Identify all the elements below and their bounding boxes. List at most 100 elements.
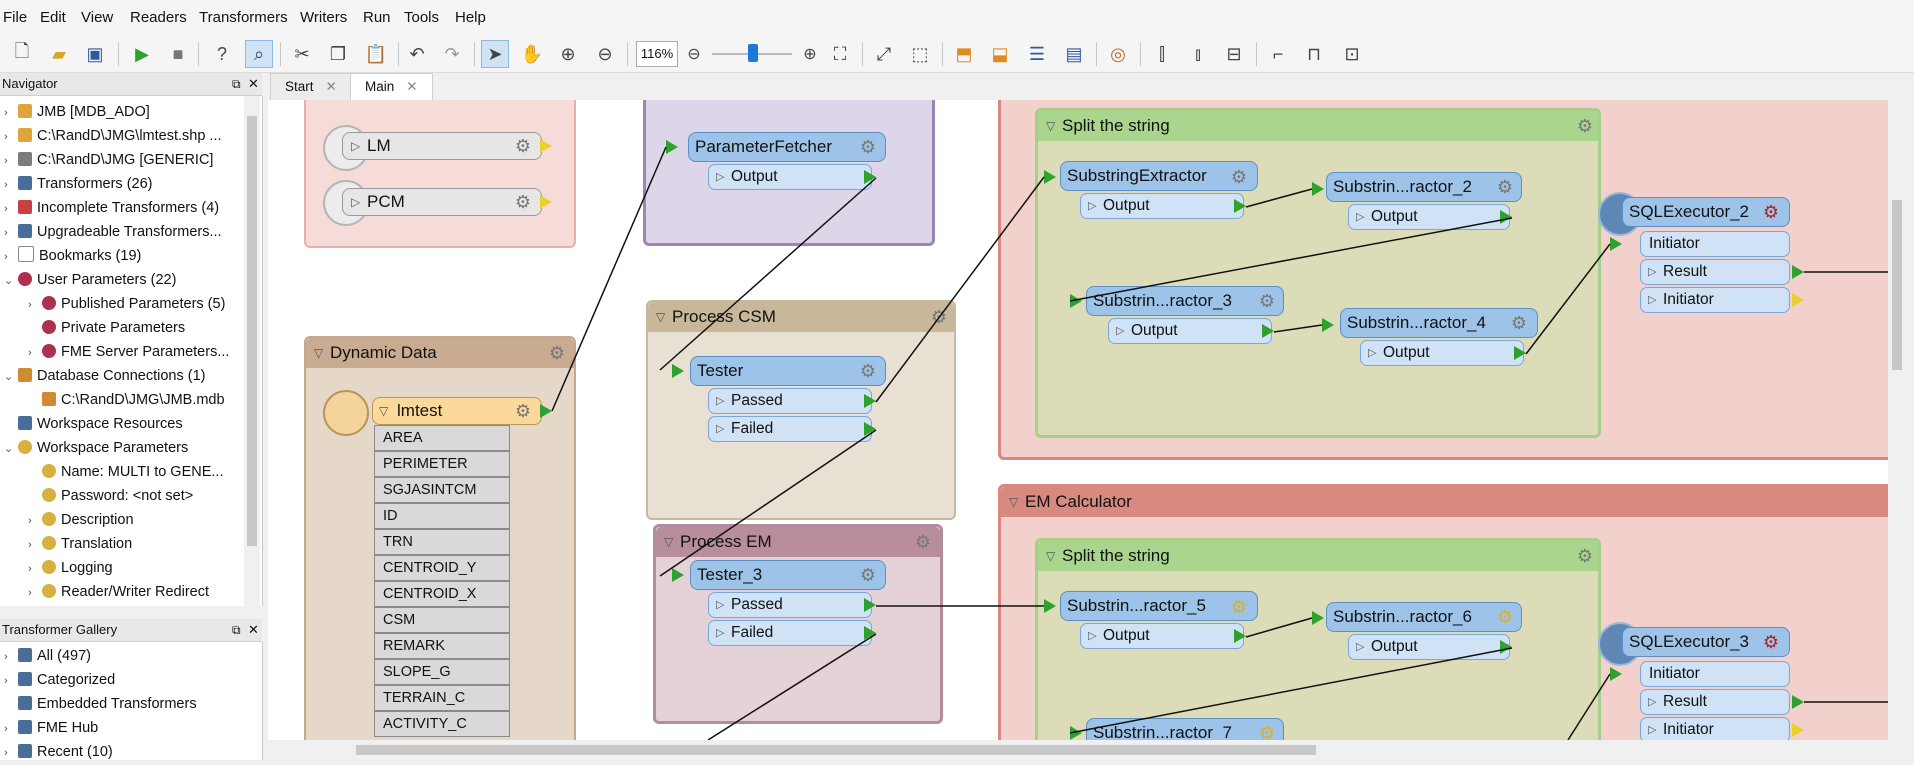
transformer-substringextractor-7[interactable]: Substrin...ractor_7: [1086, 718, 1284, 740]
input-port-icon[interactable]: [1070, 294, 1082, 308]
gear-icon[interactable]: ⚙: [1496, 607, 1514, 627]
failed-port[interactable]: ▷Failed: [708, 620, 872, 646]
transformer-substringextractor-2[interactable]: Substrin...ractor_2: [1326, 172, 1522, 202]
gear-icon[interactable]: ⚙: [1258, 291, 1276, 311]
nav-item[interactable]: ›Upgradeable Transformers...: [4, 224, 222, 240]
zoom-fit-icon[interactable]: ⛶: [833, 43, 847, 64]
gear-icon[interactable]: ⚙: [1510, 313, 1528, 333]
gallery-item[interactable]: ›FME Hub: [4, 720, 99, 736]
nav-item[interactable]: C:\RandD\JMG\JMB.mdb: [28, 388, 225, 412]
gallery-item[interactable]: ›All (497): [4, 648, 91, 664]
gear-icon[interactable]: ⚙: [514, 136, 532, 156]
feature-type-pcm[interactable]: ▷PCM: [342, 188, 542, 216]
feature-inspector-icon[interactable]: ◎: [1110, 43, 1126, 64]
nav-item[interactable]: ›Published Parameters (5): [28, 296, 226, 312]
pan-hand-icon[interactable]: ✋: [520, 43, 544, 64]
add-reader-icon[interactable]: ⬒: [955, 43, 973, 64]
stop-icon[interactable]: ■: [172, 43, 184, 64]
canvas-vertical-scrollbar[interactable]: [1888, 100, 1906, 740]
scrollbar-thumb[interactable]: [356, 745, 1316, 755]
nav-item[interactable]: ⌄Database Connections (1): [4, 368, 206, 384]
expand-icon[interactable]: ⤢: [876, 43, 892, 64]
new-file-icon[interactable]: 🗋: [14, 41, 30, 61]
add-transformer-icon[interactable]: ☰: [1028, 43, 1046, 64]
transformer-substringextractor-3[interactable]: Substrin...ractor_3: [1086, 286, 1284, 316]
output-port-icon[interactable]: [1500, 640, 1512, 654]
output-port[interactable]: ▷Output: [1080, 623, 1244, 649]
input-port-icon[interactable]: [672, 364, 684, 378]
input-port-icon[interactable]: [666, 140, 678, 154]
menu-tools[interactable]: Tools: [404, 9, 440, 26]
tab-main[interactable]: Main✕: [350, 73, 433, 100]
input-port-icon[interactable]: [1044, 170, 1056, 184]
cut-icon[interactable]: ✂: [294, 43, 310, 64]
menu-help[interactable]: Help: [455, 9, 486, 26]
close-tab-icon[interactable]: ✕: [325, 79, 337, 94]
output-port-icon[interactable]: [864, 598, 876, 612]
gear-icon[interactable]: ⚙: [1762, 202, 1780, 222]
feature-type-lm[interactable]: ▷LM: [342, 132, 542, 160]
transformer-substringextractor-4[interactable]: Substrin...ractor_4: [1340, 308, 1538, 338]
help-inspect-icon[interactable]: ?: [216, 43, 227, 64]
output-port-icon[interactable]: [1234, 629, 1246, 643]
input-port-icon[interactable]: [1610, 237, 1622, 251]
gear-icon[interactable]: ⚙: [1258, 723, 1276, 740]
nav-item[interactable]: Workspace Resources: [4, 412, 183, 436]
feature-type-lmtest[interactable]: ▽lmtest: [372, 397, 542, 425]
menu-transformers[interactable]: Transformers: [199, 9, 288, 26]
nav-item[interactable]: ›Logging: [28, 560, 113, 576]
nav-item[interactable]: ›Reader/Writer Redirect: [28, 584, 210, 600]
close-panel-icon[interactable]: ✕: [248, 622, 259, 637]
input-port-icon[interactable]: [1610, 667, 1622, 681]
gear-icon[interactable]: ⚙: [1230, 597, 1248, 617]
float-panel-icon[interactable]: ⧉: [232, 623, 241, 637]
gear-icon[interactable]: ⚙: [1576, 546, 1594, 566]
gear-icon[interactable]: ⚙: [1762, 632, 1780, 652]
transformer-substringextractor-6[interactable]: Substrin...ractor_6: [1326, 602, 1522, 632]
nav-item[interactable]: Password: <not set>: [28, 484, 193, 508]
copy-icon[interactable]: ❐: [329, 43, 347, 64]
open-folder-icon[interactable]: ▰: [52, 43, 66, 64]
gallery-item[interactable]: ›Categorized: [4, 672, 116, 688]
output-port[interactable]: ▷Output: [1348, 204, 1510, 230]
result-port[interactable]: ▷Result: [1640, 689, 1790, 715]
output-port-icon[interactable]: [1792, 723, 1804, 737]
transformer-tester[interactable]: Tester: [690, 356, 886, 386]
tab-start[interactable]: Start✕: [270, 73, 352, 100]
initiator-input[interactable]: Initiator: [1640, 231, 1790, 257]
add-bookmark-icon[interactable]: ▤: [1065, 43, 1083, 64]
menu-writers[interactable]: Writers: [300, 9, 348, 26]
transformer-sqlexecutor-2[interactable]: SQLExecutor_2: [1622, 197, 1790, 227]
input-port-icon[interactable]: [1322, 318, 1334, 332]
nav-item[interactable]: ›Transformers (26): [4, 176, 153, 192]
result-port[interactable]: ▷Result: [1640, 259, 1790, 285]
output-port-icon[interactable]: [540, 404, 552, 418]
redo-icon[interactable]: ↷: [444, 43, 460, 64]
align-middle-icon[interactable]: ⊟: [1226, 43, 1242, 64]
transformer-sqlexecutor-3[interactable]: SQLExecutor_3: [1622, 627, 1790, 657]
passed-port[interactable]: ▷Passed: [708, 388, 872, 414]
output-port-icon[interactable]: [540, 139, 552, 153]
output-port-icon[interactable]: [864, 394, 876, 408]
align-left-icon[interactable]: ⫿: [1159, 43, 1165, 64]
close-panel-icon[interactable]: ✕: [248, 76, 259, 91]
output-port[interactable]: ▷Output: [1108, 318, 1272, 344]
output-port-icon[interactable]: [540, 195, 552, 209]
input-port-icon[interactable]: [1312, 611, 1324, 625]
nav-item[interactable]: ⌄Workspace Parameters: [4, 440, 189, 456]
junction-icon[interactable]: ⊓: [1306, 43, 1322, 64]
nav-item[interactable]: Private Parameters: [28, 316, 185, 340]
run-icon[interactable]: ▶: [135, 43, 149, 64]
save-icon[interactable]: ▣: [86, 43, 104, 64]
input-port-icon[interactable]: [1044, 599, 1056, 613]
nav-item[interactable]: ›Translation: [28, 536, 133, 552]
zoom-level-field[interactable]: 116%: [636, 41, 678, 67]
gear-icon[interactable]: ⚙: [859, 361, 877, 381]
gallery-item[interactable]: Embedded Transformers: [4, 692, 197, 716]
navigator-scrollbar[interactable]: [244, 96, 260, 606]
close-tab-icon[interactable]: ✕: [406, 79, 418, 94]
menu-edit[interactable]: Edit: [40, 9, 66, 26]
float-panel-icon[interactable]: ⧉: [232, 77, 241, 91]
gear-icon[interactable]: ⚙: [1496, 177, 1514, 197]
output-port[interactable]: ▷Output: [1080, 193, 1244, 219]
